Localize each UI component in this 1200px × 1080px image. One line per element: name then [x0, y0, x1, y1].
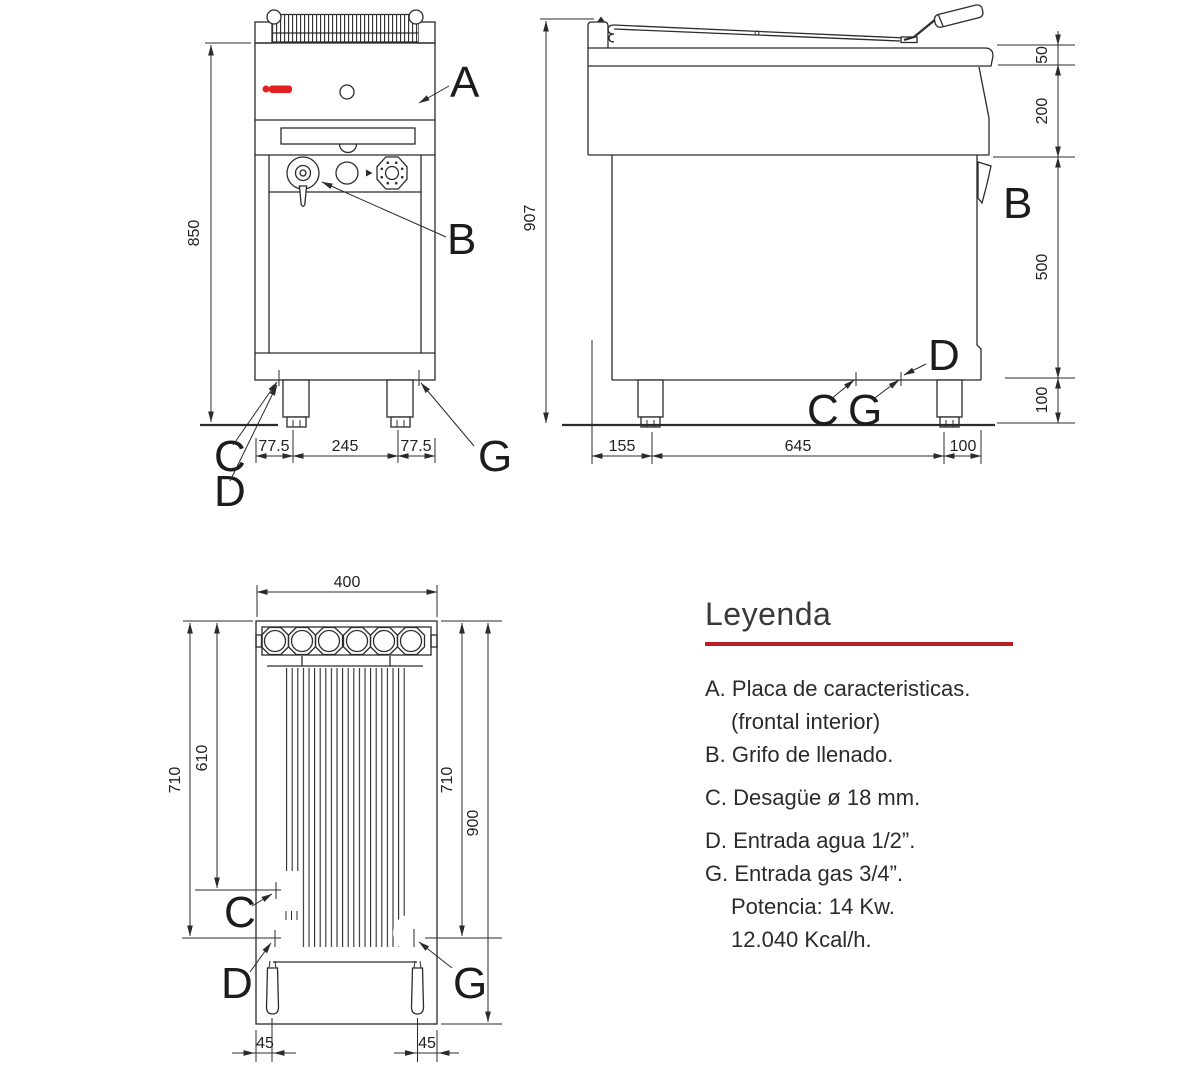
svg-text:100: 100	[1034, 387, 1051, 414]
burner-band	[255, 626, 438, 656]
svg-text:45: 45	[256, 1035, 274, 1052]
side-dim-height: 907	[522, 18, 594, 424]
drawer-notch	[338, 143, 358, 154]
legend-rule	[705, 642, 1013, 646]
plan-dim-left: 710 610	[167, 620, 253, 937]
svg-text:155: 155	[609, 438, 636, 455]
worktop-side	[587, 47, 994, 67]
legend-item-b: B. Grifo de llenado.	[705, 741, 894, 767]
side-dim-bottom: 155 645 100	[591, 340, 982, 464]
callout-d: D	[214, 467, 246, 516]
svg-text:907: 907	[522, 205, 539, 232]
side-legs	[637, 379, 963, 428]
brand-logo	[262, 85, 292, 93]
callout-g-side: G	[848, 386, 882, 435]
front-bevel-side	[978, 66, 990, 155]
callout-b-side: B	[1003, 179, 1032, 228]
svg-text:645: 645	[785, 438, 812, 455]
svg-text:100: 100	[950, 438, 977, 455]
callout-a: A	[450, 58, 480, 107]
legend-item-a: A. Placa de caracteristicas.	[705, 675, 971, 701]
callout-d-side: D	[928, 331, 960, 380]
plan-outline	[255, 620, 438, 1025]
callout-b: B	[447, 215, 476, 264]
callout-g: G	[478, 432, 512, 481]
side-elevation-view: 907 50 200 500 100	[522, 4, 1075, 464]
svg-text:77.5: 77.5	[258, 438, 289, 455]
grill-grate-plan	[258, 656, 431, 952]
front-elevation-view: 850 77.5 245 77.5 A B C D G	[186, 9, 512, 516]
piezo-button	[335, 161, 359, 185]
legend-item-g: G. Entrada gas 3/4”.	[705, 860, 904, 886]
fill-tap-front	[286, 156, 320, 207]
plan-dim-right: 710 900	[439, 620, 502, 1025]
front-body-outline	[254, 42, 436, 381]
legend-item-a-note: (frontal interior)	[731, 708, 881, 734]
scraper-handle	[903, 4, 984, 42]
fill-tap-side	[977, 161, 992, 205]
knob-handle-left-plan	[265, 960, 280, 1015]
plan-dim-width: 400	[256, 574, 438, 617]
pilot-hole	[339, 84, 355, 100]
legend-item-power: Potencia: 14 Kw.	[731, 893, 895, 919]
svg-text:77.5: 77.5	[400, 438, 431, 455]
callout-c-side: C	[807, 386, 839, 435]
plan-dim-bottom: 45 45	[232, 1018, 459, 1062]
svg-text:710: 710	[439, 767, 456, 794]
grill-lift-knob-left	[266, 9, 282, 25]
svg-text:50: 50	[1034, 46, 1051, 64]
svg-text:500: 500	[1034, 254, 1051, 281]
grill-top-front	[254, 9, 436, 44]
svg-text:610: 610	[194, 745, 211, 772]
grill-lift-knob-right	[408, 9, 424, 25]
legend-items: A. Placa de caracteristicas. (frontal in…	[705, 672, 1035, 956]
legend-item-d: D. Entrada agua 1/2”.	[705, 827, 916, 853]
backsplash-side	[587, 21, 609, 48]
svg-text:900: 900	[465, 810, 482, 837]
callout-c: C	[214, 432, 246, 481]
side-dim-right-stack: 50 200 500 100	[993, 31, 1075, 424]
svg-text:400: 400	[334, 574, 361, 591]
drawer-front	[280, 127, 416, 145]
legend-item-c: C. Desagüe ø 18 mm.	[705, 784, 921, 810]
svg-text:850: 850	[186, 220, 203, 247]
gas-knob-front	[366, 156, 408, 190]
knob-pointer-icon	[366, 169, 373, 177]
side-front-face	[976, 155, 982, 380]
svg-text:45: 45	[418, 1035, 436, 1052]
front-dim-height: 850	[186, 42, 278, 427]
grill-pan-profile	[607, 24, 918, 44]
legend-panel: Leyenda A. Placa de caracteristicas. (fr…	[705, 596, 1035, 956]
legend-title: Leyenda	[705, 596, 832, 632]
svg-text:710: 710	[167, 767, 184, 794]
callout-g-plan: G	[453, 959, 487, 1008]
plan-view: 400 710 610 710 900 45	[167, 574, 502, 1062]
legend-item-kcal: 12.040 Kcal/h.	[731, 926, 872, 952]
svg-text:245: 245	[332, 438, 359, 455]
front-legs	[282, 379, 414, 428]
svg-text:200: 200	[1034, 98, 1051, 125]
front-dim-bottom: 77.5 245 77.5	[255, 430, 436, 463]
callout-c-plan: C	[224, 888, 256, 937]
callout-d-plan: D	[221, 959, 253, 1008]
knob-handle-right-plan	[410, 960, 425, 1015]
